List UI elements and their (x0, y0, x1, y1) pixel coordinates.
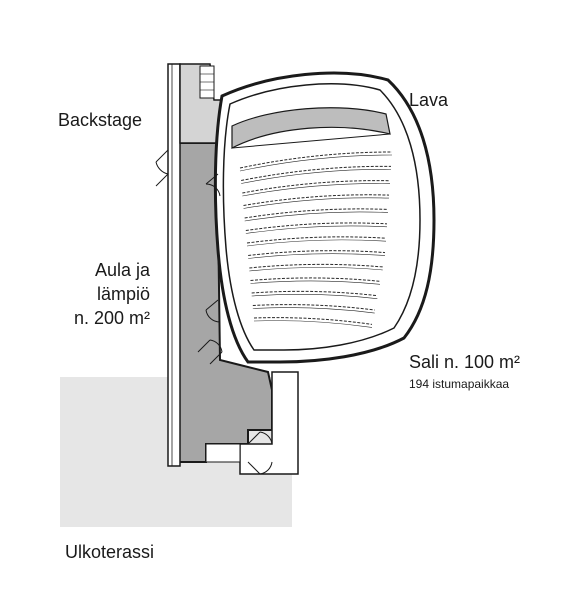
outdoor-terrace-label: Ulkoterassi (65, 542, 155, 562)
seat-row (250, 277, 381, 282)
seat-count-label: 194 istumapaikkaa (409, 377, 510, 391)
seat-row-back (245, 225, 388, 234)
seat-row-back (252, 307, 375, 314)
lobby-door-top (155, 149, 169, 187)
seat-row-back (246, 239, 387, 247)
seat-row-back (248, 253, 386, 259)
seat-row (243, 194, 390, 206)
auditorium-door-bottom (197, 339, 223, 365)
seat-row-back (251, 294, 378, 299)
seat-row (252, 304, 375, 311)
lobby-label-line1: Aula ja (94, 260, 150, 280)
seat-row-back (241, 169, 392, 184)
lobby-label-line2: lämpiö (96, 284, 150, 304)
auditorium-door-left (205, 173, 221, 323)
auditorium-label: Sali n. 100 m² (409, 352, 521, 372)
seat-row (239, 151, 393, 169)
seat-row (242, 180, 391, 194)
seat-row (244, 208, 389, 219)
seating-rows (239, 151, 393, 328)
seat-row-back (253, 320, 373, 328)
lobby-outer-wall (167, 63, 181, 467)
backstage-label: Backstage (58, 110, 143, 130)
seat-row-back (242, 183, 391, 197)
seat-row (246, 236, 387, 244)
seat-row (241, 165, 392, 181)
seat-row (249, 263, 383, 269)
seat-row (245, 222, 388, 231)
stage-edge (231, 133, 391, 149)
seat-row (248, 250, 386, 256)
terrace-door (205, 431, 273, 475)
seat-row-back (250, 280, 381, 285)
seat-row (251, 290, 378, 297)
seat-row-back (244, 211, 389, 222)
seat-row-back (243, 197, 390, 209)
seat-row-back (249, 267, 383, 272)
seat-row-back (239, 154, 393, 172)
lobby-label-line3: n. 200 m² (73, 308, 150, 328)
stage-label: Lava (409, 90, 449, 110)
seat-row (253, 317, 373, 325)
